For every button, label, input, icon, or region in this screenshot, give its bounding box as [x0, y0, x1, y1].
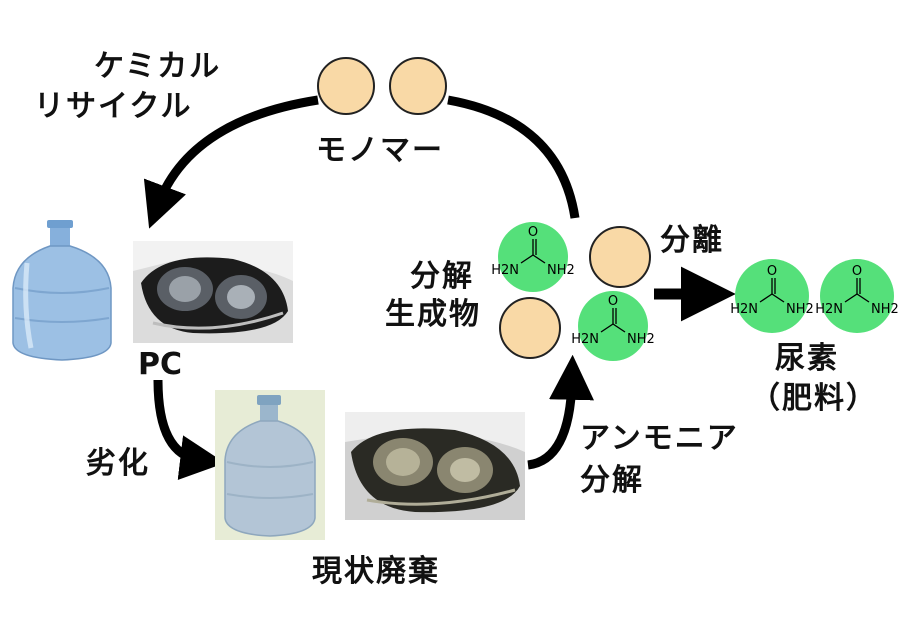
- chemical-recycle-label-line2: リサイクル: [34, 89, 193, 124]
- degradation-arrow: [153, 379, 226, 480]
- svg-text:NH2: NH2: [786, 302, 814, 317]
- new-water-bottle-image: [12, 220, 112, 361]
- svg-text:H2N: H2N: [815, 302, 843, 317]
- chemical-recycle-label-line1: ケミカル: [94, 49, 222, 84]
- svg-text:NH2: NH2: [627, 332, 655, 347]
- product-urea-2: [578, 291, 648, 361]
- urea-structure-4: O H2N NH2: [815, 264, 899, 317]
- svg-text:O: O: [608, 294, 618, 309]
- product-monomer-1: [589, 226, 651, 288]
- svg-text:NH2: NH2: [871, 302, 899, 317]
- decomposition-products-label-line2: 生成物: [385, 297, 481, 332]
- svg-text:O: O: [767, 264, 777, 279]
- ammonia-decomposition-label-line2: 分解: [580, 463, 644, 498]
- urea-circle-1: [735, 259, 809, 333]
- svg-text:O: O: [852, 264, 862, 279]
- urea-structure-1: O H2N NH2: [491, 225, 575, 278]
- new-headlight-image: [133, 241, 293, 343]
- fertilizer-label: （肥料）: [750, 381, 878, 416]
- decomposition-products-label-line1: 分解: [410, 259, 474, 294]
- product-urea-1: [498, 222, 568, 292]
- aged-headlight-image: [345, 412, 525, 520]
- svg-text:H2N: H2N: [730, 302, 758, 317]
- products-to-monomer-line: [447, 95, 580, 219]
- urea-structure-3: O H2N NH2: [730, 264, 814, 317]
- ammonia-decomposition-label-line1: アンモニア: [580, 421, 739, 456]
- svg-text:O: O: [528, 225, 538, 240]
- monomer-circle-2: [389, 57, 447, 115]
- monomer-circle-1: [317, 57, 375, 115]
- monomer-label: モノマー: [316, 133, 444, 168]
- separation-label: 分離: [660, 223, 724, 258]
- svg-text:NH2: NH2: [547, 263, 575, 278]
- urea-label: 尿素: [775, 341, 839, 376]
- aged-water-bottle-image: [215, 390, 325, 540]
- pc-label: PC: [138, 347, 183, 382]
- current-disposal-label: 現状廃棄: [312, 554, 440, 589]
- product-monomer-2: [499, 297, 561, 359]
- urea-structure-2: O H2N NH2: [571, 294, 655, 347]
- degradation-label: 劣化: [86, 446, 150, 481]
- chemical-recycle-arrow: [143, 95, 319, 229]
- urea-circle-2: [820, 259, 894, 333]
- svg-text:H2N: H2N: [571, 332, 599, 347]
- ammonia-decomposition-arrow: [527, 354, 594, 470]
- svg-text:H2N: H2N: [491, 263, 519, 278]
